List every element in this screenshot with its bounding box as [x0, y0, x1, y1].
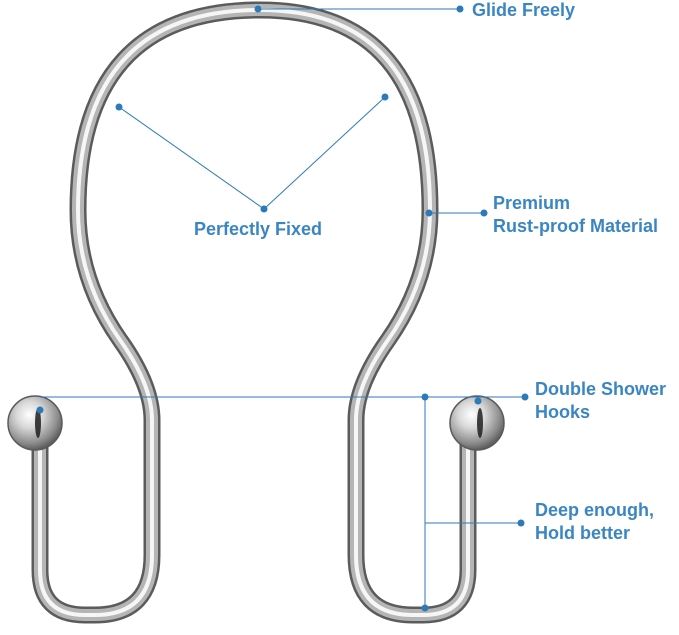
callout-dots	[36, 5, 529, 612]
label-deep-enough: Deep enough, Hold better	[535, 499, 654, 545]
label-glide-freely: Glide Freely	[472, 0, 576, 20]
label-premium-material: Premium Rust-proof Material	[493, 192, 658, 238]
label-deep-line1: Deep enough,	[535, 500, 655, 520]
callout-lines	[40, 8, 525, 608]
label-perfectly-fixed: Perfectly Fixed	[194, 219, 323, 239]
label-double-line2: Hooks	[535, 402, 591, 422]
label-double-hooks: Double Shower Hooks	[535, 378, 666, 424]
callout-fixed-right	[263, 96, 386, 210]
label-premium-line2: Rust-proof Material	[493, 216, 659, 236]
label-premium-line1: Premium	[493, 193, 571, 213]
label-double-line1: Double Shower	[535, 379, 667, 399]
hook-wire	[31, 1, 477, 624]
callout-fixed-left	[118, 106, 265, 210]
label-deep-line2: Hold better	[535, 523, 631, 543]
